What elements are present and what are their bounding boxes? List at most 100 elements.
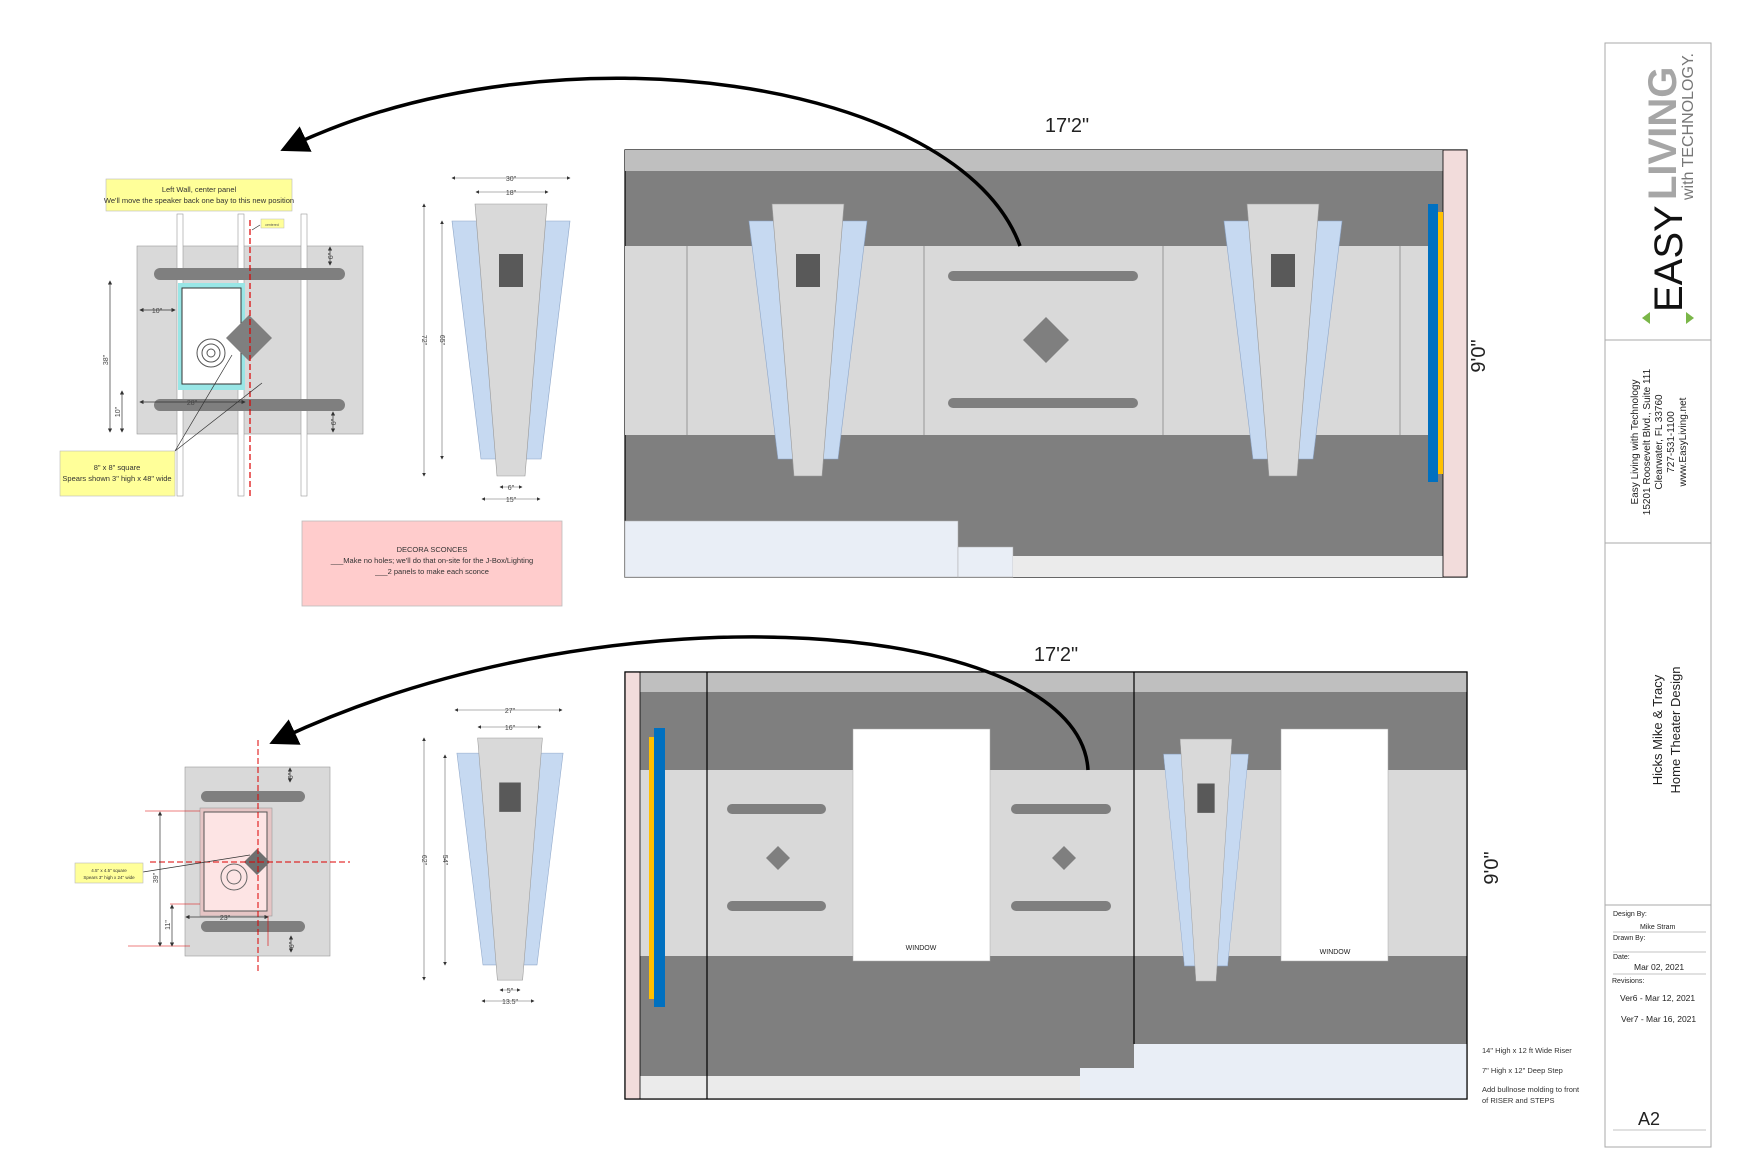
- spear-bar: [727, 804, 826, 814]
- diamond-accent: [244, 849, 270, 875]
- screen: [654, 728, 665, 1007]
- note-callout: [105, 178, 293, 212]
- sheet-number: A2: [1638, 1109, 1660, 1129]
- height-dim: 39": [153, 872, 160, 883]
- spear-bar: [1011, 901, 1111, 911]
- dim-label: 5": [507, 988, 514, 995]
- top-elevation: 17'2" 9'0": [624, 115, 1490, 578]
- square-note: [74, 862, 144, 884]
- window: [852, 728, 991, 962]
- height-dimension: 9'0": [1468, 339, 1490, 372]
- riser: [624, 520, 959, 578]
- dim-label: 72": [420, 335, 427, 346]
- logo-living: LIVING: [1641, 67, 1685, 200]
- company-logo: EASY LIVING with TECHNOLOGY.: [1641, 53, 1697, 324]
- dim-label: 18": [506, 190, 517, 197]
- lower-dim: 10": [115, 406, 122, 417]
- diamond-accent: [1023, 317, 1069, 363]
- bottom-dim: 6": [331, 418, 338, 425]
- date-value: Mar 02, 2021: [1634, 962, 1684, 972]
- decora-sconces-note: DECORA SCONCES ___Make no holes; we'll d…: [301, 520, 563, 607]
- design-by-value: Mike Stram: [1640, 924, 1676, 931]
- window-label: WINDOW: [906, 945, 937, 952]
- note-title: Left Wall, center panel: [162, 185, 237, 194]
- note-body: We'll move the speaker back one bay to t…: [104, 196, 294, 205]
- date-label: Date:: [1613, 954, 1630, 961]
- top-dim: 6": [328, 252, 335, 259]
- client-name: Hicks Mike & Tracy: [1650, 674, 1665, 785]
- height-dim: 38": [103, 354, 110, 365]
- window: [1280, 728, 1389, 962]
- drawn-by-label: Drawn By:: [1613, 935, 1645, 942]
- width-dim: 28": [187, 400, 198, 407]
- revision-entry: Ver6 - Mar 12, 2021: [1620, 993, 1695, 1003]
- dim-label: 62": [420, 855, 427, 866]
- spear-bar: [948, 398, 1138, 408]
- top-dim: 6": [288, 772, 295, 779]
- speaker-detail-bottom: 39" 11" 23" 6" 6" 4.5" x 4.5" square Spe…: [74, 740, 350, 972]
- width-dimension: 17'2": [1045, 115, 1089, 137]
- spear-bar: [948, 271, 1138, 281]
- design-by-label: Design By:: [1613, 911, 1647, 918]
- address-line: Clearwater, FL 33760: [1654, 394, 1665, 490]
- lower-dim: 11": [165, 920, 172, 930]
- step: [1080, 1068, 1134, 1099]
- dim-label: 30": [506, 176, 517, 183]
- side-wall: [624, 671, 641, 1100]
- revision-entry: Ver7 - Mar 16, 2021: [1621, 1014, 1696, 1024]
- revisions-label: Revisions:: [1612, 978, 1644, 985]
- logo-with: with TECHNOLOGY.: [1680, 53, 1697, 201]
- diamond-accent: [226, 315, 272, 361]
- height-dimension: 9'0": [1481, 851, 1503, 884]
- note-title: DECORA SCONCES: [397, 545, 468, 554]
- dim-label: 13.5": [502, 999, 519, 1006]
- bullnose-note-2: of RISER and STEPS: [1482, 1096, 1555, 1105]
- centered-label: centered: [265, 223, 279, 227]
- left-dim: 10": [152, 308, 163, 315]
- phone: 727-531-1100: [1666, 411, 1677, 473]
- note-line: ___2 panels to make each sconce: [374, 567, 489, 576]
- address-line: 15201 Roosevelt Blvd., Suite 111: [1642, 368, 1653, 515]
- screen: [1428, 204, 1438, 482]
- bullnose-note: Add bullnose molding to front: [1482, 1085, 1580, 1094]
- riser: [1134, 1044, 1467, 1099]
- riser-note: 14" High x 12 ft Wide Riser: [1482, 1046, 1572, 1055]
- sconce-detail-top: 30" 18" 72" 65" 6" 15": [420, 176, 571, 504]
- dim-label: 54": [441, 855, 448, 866]
- window-label: WINDOW: [1320, 949, 1351, 956]
- website: www.EasyLiving.net: [1678, 397, 1689, 487]
- speaker-detail-top: 38" 10" 10" 28" 6" 6" Left Wall, center …: [59, 178, 364, 497]
- company-name: Easy Living with Technology: [1630, 380, 1641, 505]
- move-arrow: [269, 635, 1090, 771]
- square-note-line: Spears shown 3" high x 48" wide: [62, 474, 171, 483]
- width-dim: 23": [220, 915, 231, 922]
- diamond-accent: [1052, 846, 1076, 870]
- riser-notes: 14" High x 12 ft Wide Riser 7" High x 12…: [1482, 1046, 1580, 1105]
- project-name: Home Theater Design: [1668, 667, 1683, 794]
- logo-easy: EASY: [1647, 205, 1691, 312]
- move-arrow: [280, 76, 1022, 247]
- step: [957, 546, 1014, 578]
- diamond-accent: [766, 846, 790, 870]
- side-wall: [1442, 149, 1468, 578]
- square-note-line: 4.5" x 4.5" square: [91, 868, 127, 873]
- note-line: ___Make no holes; we'll do that on-site …: [330, 556, 533, 565]
- dim-label: 65": [438, 335, 445, 346]
- dim-label: 27": [505, 708, 516, 715]
- spear-bar: [727, 901, 826, 911]
- square-note-line: 8" x 8" square: [94, 463, 141, 472]
- project-title: Hicks Mike & Tracy Home Theater Design: [1650, 667, 1683, 794]
- square-note-line: Spears 3" high x 24" wide: [83, 875, 135, 880]
- dim-label: 6": [508, 485, 515, 492]
- bottom-elevation: WINDOW WINDOW 17'2" 9'0": [624, 644, 1503, 1100]
- square-note: [59, 450, 176, 497]
- spear-bar: [1011, 804, 1111, 814]
- step-note: 7" High x 12" Deep Step: [1482, 1066, 1563, 1075]
- company-address: Easy Living with Technology 15201 Roosev…: [1630, 368, 1689, 515]
- bottom-dim: 6": [289, 941, 296, 948]
- width-dimension: 17'2": [1034, 644, 1078, 666]
- dim-label: 15": [506, 497, 517, 504]
- sconce-detail-bottom: 27" 16" 62" 54" 5" 13.5": [420, 708, 564, 1006]
- dim-label: 16": [505, 725, 516, 732]
